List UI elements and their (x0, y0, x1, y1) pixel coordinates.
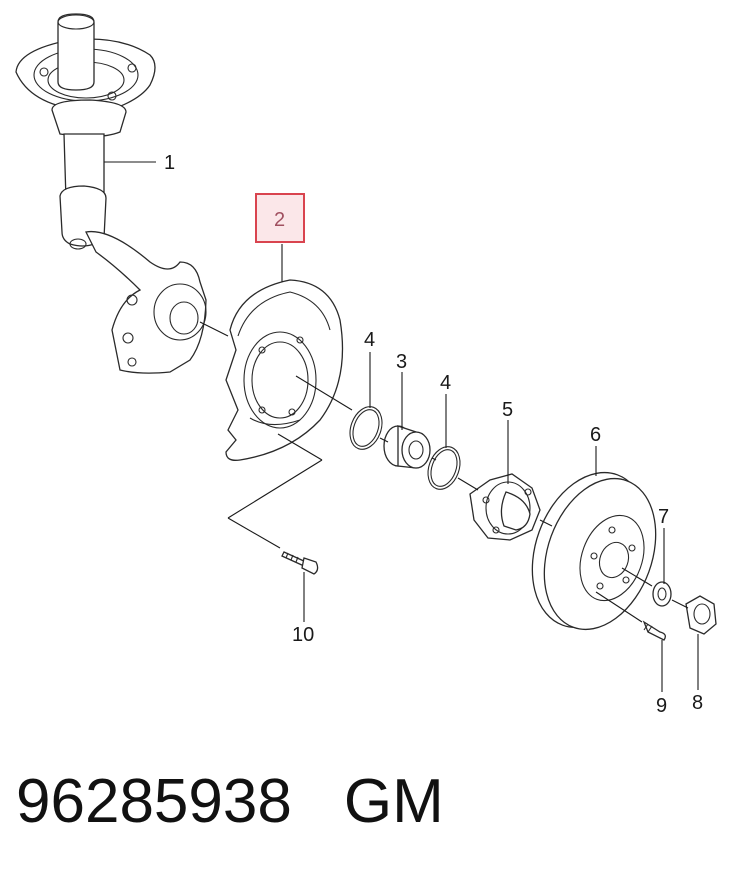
part-number: 96285938 (16, 767, 292, 836)
part-number-footer: 96285938 GM (16, 766, 444, 846)
callout-4-outer: 4 (440, 372, 451, 394)
callout-5: 5 (502, 399, 513, 421)
backing-plate-bolt (281, 551, 319, 575)
callout-6: 6 (590, 424, 601, 446)
callout-3: 3 (396, 351, 407, 373)
assembly-axis-lines (199, 321, 689, 623)
washer (652, 581, 672, 607)
callout-leaders (104, 161, 699, 692)
callout-2[interactable]: 2 (274, 209, 285, 231)
exploded-parts-diagram: 1 2 4 3 4 5 6 7 10 9 8 (15, 13, 717, 717)
disc-screw (642, 620, 666, 641)
callout-9: 9 (656, 695, 667, 717)
callout-10: 10 (292, 624, 314, 646)
circlip-inner (349, 406, 383, 450)
brake-disc (531, 471, 657, 631)
hub-nut (685, 595, 717, 635)
highlight-box (255, 193, 305, 243)
callout-8: 8 (692, 692, 703, 714)
wheel-hub (469, 473, 541, 541)
brand-label: GM (343, 767, 444, 836)
strut-assembly (15, 13, 207, 374)
circlip-outer (427, 446, 461, 490)
brake-backing-plate (225, 279, 344, 461)
callout-7: 7 (658, 506, 669, 528)
callout-1: 1 (164, 152, 175, 174)
callout-4-inner: 4 (364, 329, 375, 351)
wheel-bearing (383, 425, 431, 469)
